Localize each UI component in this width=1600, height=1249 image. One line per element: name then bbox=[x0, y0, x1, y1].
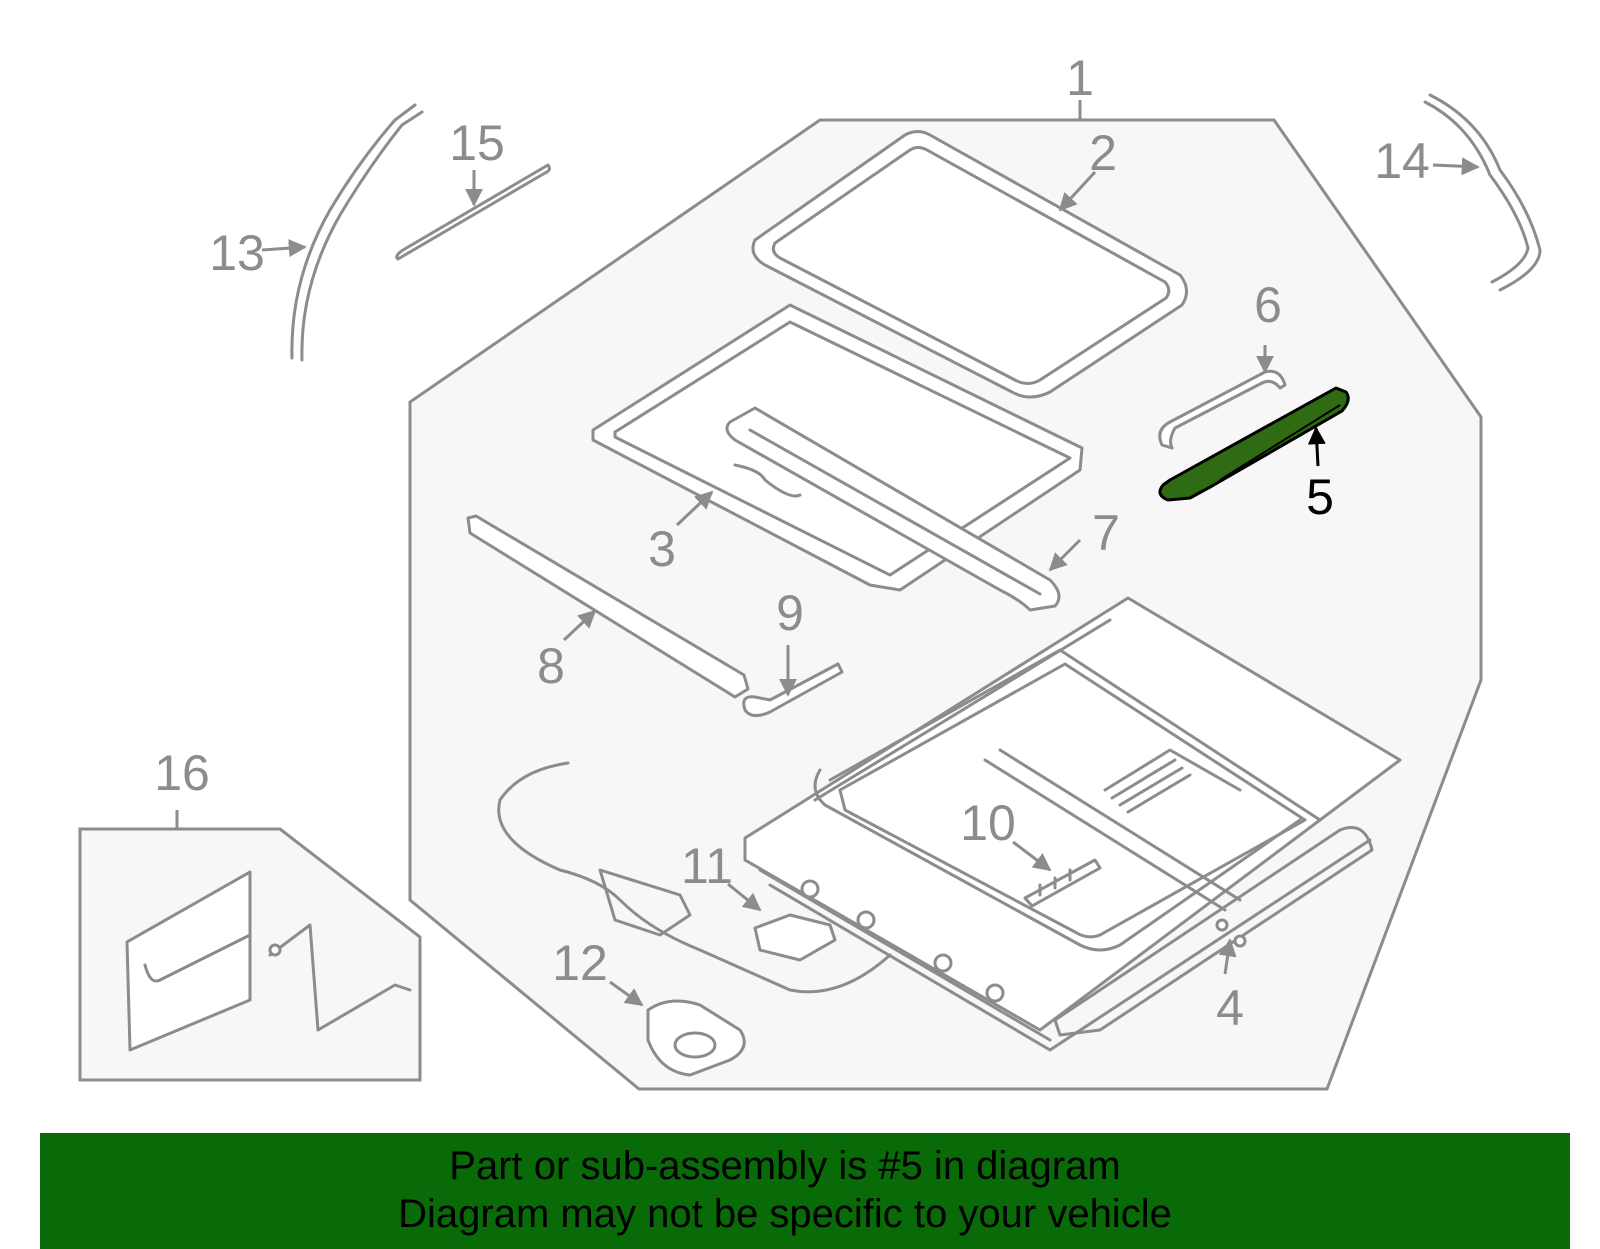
sunshade-part bbox=[125, 870, 412, 1052]
connector-part bbox=[753, 913, 837, 962]
frame-seal-part bbox=[591, 303, 1084, 592]
weatherstrip-left-part bbox=[290, 103, 424, 362]
banner-line-2: Diagram may not be specific to your vehi… bbox=[398, 1192, 1172, 1236]
callout-2: 2 bbox=[1089, 125, 1117, 181]
banner-line-1: Part or sub-assembly is #5 in diagram bbox=[449, 1144, 1121, 1188]
parts-diagram: 1 2 3 4 5 6 7 8 9 10 11 12 13 14 15 16 bbox=[78, 50, 1542, 1091]
weatherstrip-right-part bbox=[1423, 93, 1542, 292]
callout-8: 8 bbox=[537, 638, 565, 694]
callout-10: 10 bbox=[960, 795, 1016, 851]
callout-7: 7 bbox=[1092, 505, 1120, 561]
trim-strip-part bbox=[395, 163, 551, 261]
strip-part bbox=[466, 514, 750, 699]
callout-12: 12 bbox=[552, 935, 608, 991]
callout-1: 1 bbox=[1066, 50, 1094, 106]
deflector-part bbox=[725, 406, 1061, 612]
callout-16: 16 bbox=[154, 745, 210, 801]
callout-3: 3 bbox=[648, 521, 676, 577]
info-banner: Part or sub-assembly is #5 in diagram Di… bbox=[40, 1133, 1570, 1249]
rack-part bbox=[1023, 858, 1102, 908]
callout-13: 13 bbox=[209, 225, 265, 281]
callout-6: 6 bbox=[1254, 277, 1282, 333]
callout-15: 15 bbox=[449, 115, 505, 171]
guide-rail-part-5 bbox=[1158, 386, 1350, 502]
callout-9: 9 bbox=[776, 585, 804, 641]
sunroof-frame-part bbox=[743, 596, 1402, 1052]
cable-part bbox=[497, 761, 892, 994]
callout-14: 14 bbox=[1374, 133, 1430, 189]
motor-part bbox=[646, 999, 746, 1077]
callout-11: 11 bbox=[681, 838, 733, 894]
callout-5: 5 bbox=[1306, 469, 1334, 525]
bracket-part bbox=[1158, 369, 1287, 450]
callout-4: 4 bbox=[1216, 980, 1244, 1036]
glass-panel-part bbox=[751, 130, 1188, 399]
